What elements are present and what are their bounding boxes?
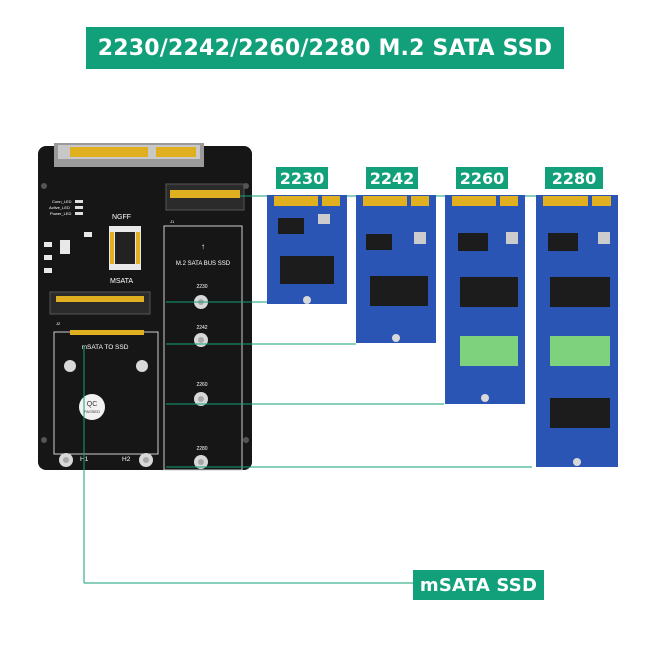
m2-area-outline xyxy=(163,225,243,471)
active-led-label: Active_LED xyxy=(49,205,70,210)
title-banner: 2230/2242/2260/2280 M.2 SATA SSD xyxy=(86,27,564,69)
size-tag-label: 2260 xyxy=(459,168,505,188)
msata-banner: mSATA SSD xyxy=(413,570,544,600)
led-icon xyxy=(75,206,83,209)
ssd-2242 xyxy=(356,195,436,343)
qc-bottom-text: PASSED xyxy=(84,409,100,414)
size-tag-2242: 2242 xyxy=(366,167,418,189)
size-tag-2260: 2260 xyxy=(456,167,508,189)
qc-sticker xyxy=(79,394,105,420)
msata-chip-label: MSATA xyxy=(110,278,133,285)
j1-label: J1 xyxy=(170,219,175,224)
ssd-2280 xyxy=(536,195,618,467)
msata-to-ssd-label: mSATA TO SSD xyxy=(82,344,129,351)
size-tag-label: 2242 xyxy=(369,168,415,188)
hole-label-2280: 2280 xyxy=(196,446,207,452)
ssd-2230 xyxy=(267,195,347,304)
adapter-board: NGFF J1 ↑ M.2 SATA BUS SSD 2230 2242 226… xyxy=(38,143,252,471)
led-icon xyxy=(75,212,83,215)
conn-led-label: Conn_LED xyxy=(52,199,72,204)
m2-bus-label: M.2 SATA BUS SSD xyxy=(176,261,231,267)
hole-label-2230: 2230 xyxy=(196,284,207,290)
title-text: 2230/2242/2260/2280 M.2 SATA SSD xyxy=(97,35,553,61)
qc-top-text: QC xyxy=(87,401,98,408)
hole-label-2242: 2242 xyxy=(196,325,207,331)
hole-label-2260: 2260 xyxy=(196,382,207,388)
size-tag-label: 2230 xyxy=(279,168,325,188)
size-tag-2280: 2280 xyxy=(545,167,603,189)
h2-label: H2 xyxy=(122,456,131,463)
led-icon xyxy=(75,200,83,203)
msata-banner-text: mSATA SSD xyxy=(419,574,538,596)
j2-label: J2 xyxy=(56,321,61,326)
ssd-2260 xyxy=(445,195,525,404)
power-led-label: Power_LED xyxy=(50,211,71,216)
size-tag-label: 2280 xyxy=(551,168,597,188)
arrow-up-icon: ↑ xyxy=(201,242,205,251)
msata-slot xyxy=(49,291,151,315)
size-tag-2230: 2230 xyxy=(276,167,328,189)
ngff-label: NGFF xyxy=(112,214,131,221)
